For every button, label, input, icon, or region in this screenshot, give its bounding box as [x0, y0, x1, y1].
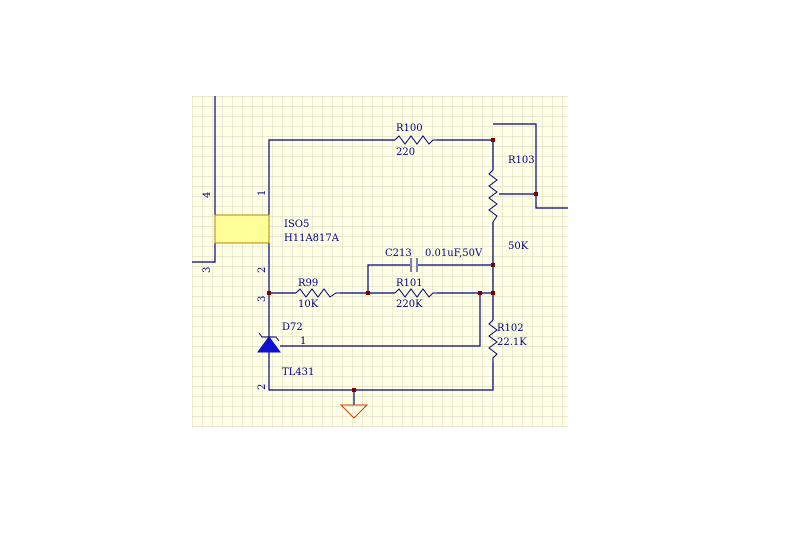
c213-ref: C213 — [385, 248, 412, 259]
pin-label-4: 4 — [202, 192, 213, 198]
zener-diode-icon — [257, 336, 281, 353]
sheet-grid — [192, 96, 568, 428]
r100-value: 220 — [396, 147, 415, 158]
r101-value: 220K — [396, 299, 423, 310]
r99-ref: R99 — [298, 278, 318, 289]
pin-label-2: 2 — [257, 267, 268, 273]
zener-diode-d72[interactable]: D72 TL431 3 1 2 — [257, 296, 314, 390]
capacitor-c213[interactable]: C213 0.01uF,50V — [385, 248, 483, 272]
r102-ref: R102 — [497, 323, 524, 334]
junction-dot — [267, 291, 271, 295]
r100-ref: R100 — [396, 123, 423, 134]
iso5-ref: ISO5 — [284, 219, 309, 230]
junction-dot — [491, 291, 495, 295]
junction-dot — [352, 388, 356, 392]
junction-dot — [491, 263, 495, 267]
r103-ref: R103 — [508, 155, 535, 166]
optocoupler-iso5[interactable]: ISO5 H11A817A 4 1 3 2 — [202, 190, 340, 273]
r99-value: 10K — [298, 299, 319, 310]
ground-symbol — [339, 404, 369, 419]
potentiometer-r103[interactable]: R103 50K — [488, 155, 535, 252]
r101-ref: R101 — [396, 278, 423, 289]
d72-ref: D72 — [282, 322, 303, 333]
r102-value: 22.1K — [497, 337, 527, 348]
iso5-value: H11A817A — [284, 233, 340, 244]
junction-dot — [534, 192, 538, 196]
ground-icon — [339, 404, 369, 419]
pin-label-d72-1: 1 — [300, 336, 306, 347]
resistor-r99[interactable]: R99 10K — [295, 278, 340, 310]
junction-dot — [491, 138, 495, 142]
pin-label-3: 3 — [202, 267, 213, 273]
junction-dot — [478, 291, 482, 295]
c213-value: 0.01uF,50V — [425, 248, 483, 259]
junctions — [267, 138, 538, 392]
pin-label-1: 1 — [257, 190, 268, 196]
wires — [192, 96, 568, 405]
optocoupler-body — [214, 214, 270, 244]
d72-value: TL431 — [282, 367, 314, 378]
resistor-r101[interactable]: R101 220K — [394, 278, 437, 310]
resistor-r102[interactable]: R102 22.1K — [488, 319, 527, 362]
pin-label-d72-2: 2 — [257, 384, 268, 390]
r103-value: 50K — [508, 241, 529, 252]
junction-dot — [366, 291, 370, 295]
pin-label-d72-3: 3 — [257, 296, 268, 302]
resistor-r100[interactable]: R100 220 — [394, 123, 437, 158]
